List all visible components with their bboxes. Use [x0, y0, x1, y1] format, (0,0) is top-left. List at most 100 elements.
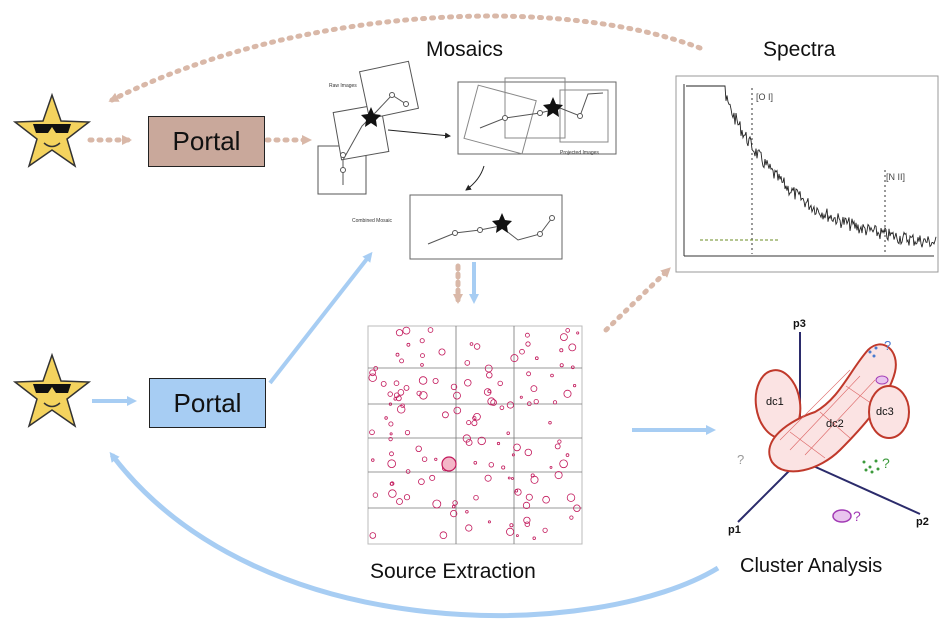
source-marker — [393, 380, 400, 387]
cluster-dc1-label: dc1 — [766, 396, 784, 408]
cluster-dc2-shape — [768, 343, 897, 473]
source-marker — [530, 473, 535, 478]
source-marker — [522, 501, 531, 509]
cluster-dc3-shape — [868, 385, 910, 439]
source-marker — [499, 405, 505, 411]
source-marker — [464, 360, 471, 366]
source-marker — [501, 465, 506, 470]
source-marker — [488, 462, 494, 468]
source-marker — [563, 389, 572, 398]
spectra-title: Spectra — [763, 38, 836, 61]
return-arrow-to-bottom-user — [109, 451, 720, 618]
unknown-cluster-blue — [868, 346, 878, 358]
source-marker — [388, 489, 397, 498]
arrow-extraction-to-spectra — [603, 267, 671, 333]
axis-p2-line — [799, 459, 921, 515]
source-marker — [438, 348, 446, 356]
source-marker — [439, 531, 448, 539]
cluster-dc3-label: dc3 — [876, 406, 894, 418]
source-marker — [471, 420, 478, 427]
spectra-panel — [675, 75, 939, 273]
source-marker — [403, 384, 410, 391]
portal-button-bottom[interactable]: Portal — [149, 378, 266, 428]
source-marker — [560, 333, 568, 342]
user-bottom — [12, 352, 92, 428]
source-marker — [453, 391, 461, 400]
source-marker — [487, 397, 496, 406]
axis-p1-label: p1 — [728, 524, 741, 536]
source-marker — [389, 451, 394, 457]
source-marker — [566, 493, 576, 502]
source-marker — [530, 385, 538, 393]
source-marker — [469, 342, 474, 346]
source-marker — [524, 448, 532, 457]
source-marker — [403, 494, 411, 501]
source-marker — [462, 434, 471, 443]
source-marker — [405, 469, 411, 474]
source-marker — [421, 456, 428, 462]
source-marker — [388, 402, 392, 406]
source-marker — [399, 358, 405, 364]
source-marker — [390, 481, 395, 486]
source-marker — [387, 391, 393, 397]
source-marker — [490, 399, 497, 406]
combined-mosaic-caption: Combined Mosaic — [352, 218, 393, 224]
axis-p2-label: p2 — [916, 516, 929, 528]
source-marker — [573, 504, 581, 512]
source-marker — [434, 457, 438, 461]
mosaics-title: Mosaics — [426, 38, 504, 61]
source-marker — [473, 460, 478, 465]
source-marker — [396, 498, 403, 505]
black-star-icon — [543, 97, 563, 117]
source-marker — [486, 372, 493, 379]
source-marker — [550, 373, 554, 378]
arrow-portal-to-combined-mosaic — [268, 251, 373, 385]
source-marker — [384, 416, 388, 420]
spectrum-line-label-nii: [N II] — [886, 172, 906, 182]
source-marker — [465, 510, 469, 514]
source-marker — [532, 536, 536, 540]
source-marker — [483, 388, 492, 396]
source-marker — [416, 390, 422, 396]
source-marker — [525, 341, 531, 347]
portal-button-top[interactable]: Portal — [148, 116, 265, 167]
source-marker — [432, 499, 442, 509]
source-extraction-title: Source Extraction — [370, 560, 536, 583]
raw-images-caption: Raw Images — [329, 83, 357, 89]
star-with-sunglasses-icon — [12, 92, 92, 168]
source-marker — [450, 509, 458, 518]
source-marker — [559, 348, 564, 353]
source-marker — [368, 373, 377, 382]
source-marker — [576, 331, 580, 335]
axis-p3-label: p3 — [793, 318, 806, 330]
source-marker — [525, 332, 530, 338]
source-marker — [387, 459, 397, 469]
spectrum-line-label-oi: [O I] — [756, 92, 774, 102]
source-marker — [373, 366, 379, 371]
source-marker — [388, 436, 393, 442]
source-marker — [418, 376, 428, 385]
unknown-marker: ? — [737, 452, 745, 467]
source-marker — [419, 391, 428, 400]
source-marker — [380, 380, 387, 387]
cluster-analysis-title: Cluster Analysis — [740, 555, 883, 577]
source-marker — [419, 338, 425, 344]
source-marker — [514, 488, 522, 496]
source-marker — [388, 421, 394, 427]
source-marker — [395, 352, 400, 357]
spectrum-curve — [686, 85, 937, 248]
source-marker — [420, 353, 425, 359]
source-marker — [389, 432, 393, 436]
source-marker — [511, 477, 514, 480]
source-marker — [369, 369, 376, 377]
combined-mosaic-group — [409, 194, 563, 260]
source-marker — [542, 495, 550, 504]
source-marker — [496, 441, 501, 446]
source-marker — [452, 504, 456, 509]
source-marker — [472, 415, 477, 421]
source-marker — [570, 365, 575, 370]
source-marker — [369, 429, 375, 436]
source-marker — [509, 523, 514, 528]
source-marker — [477, 436, 486, 446]
